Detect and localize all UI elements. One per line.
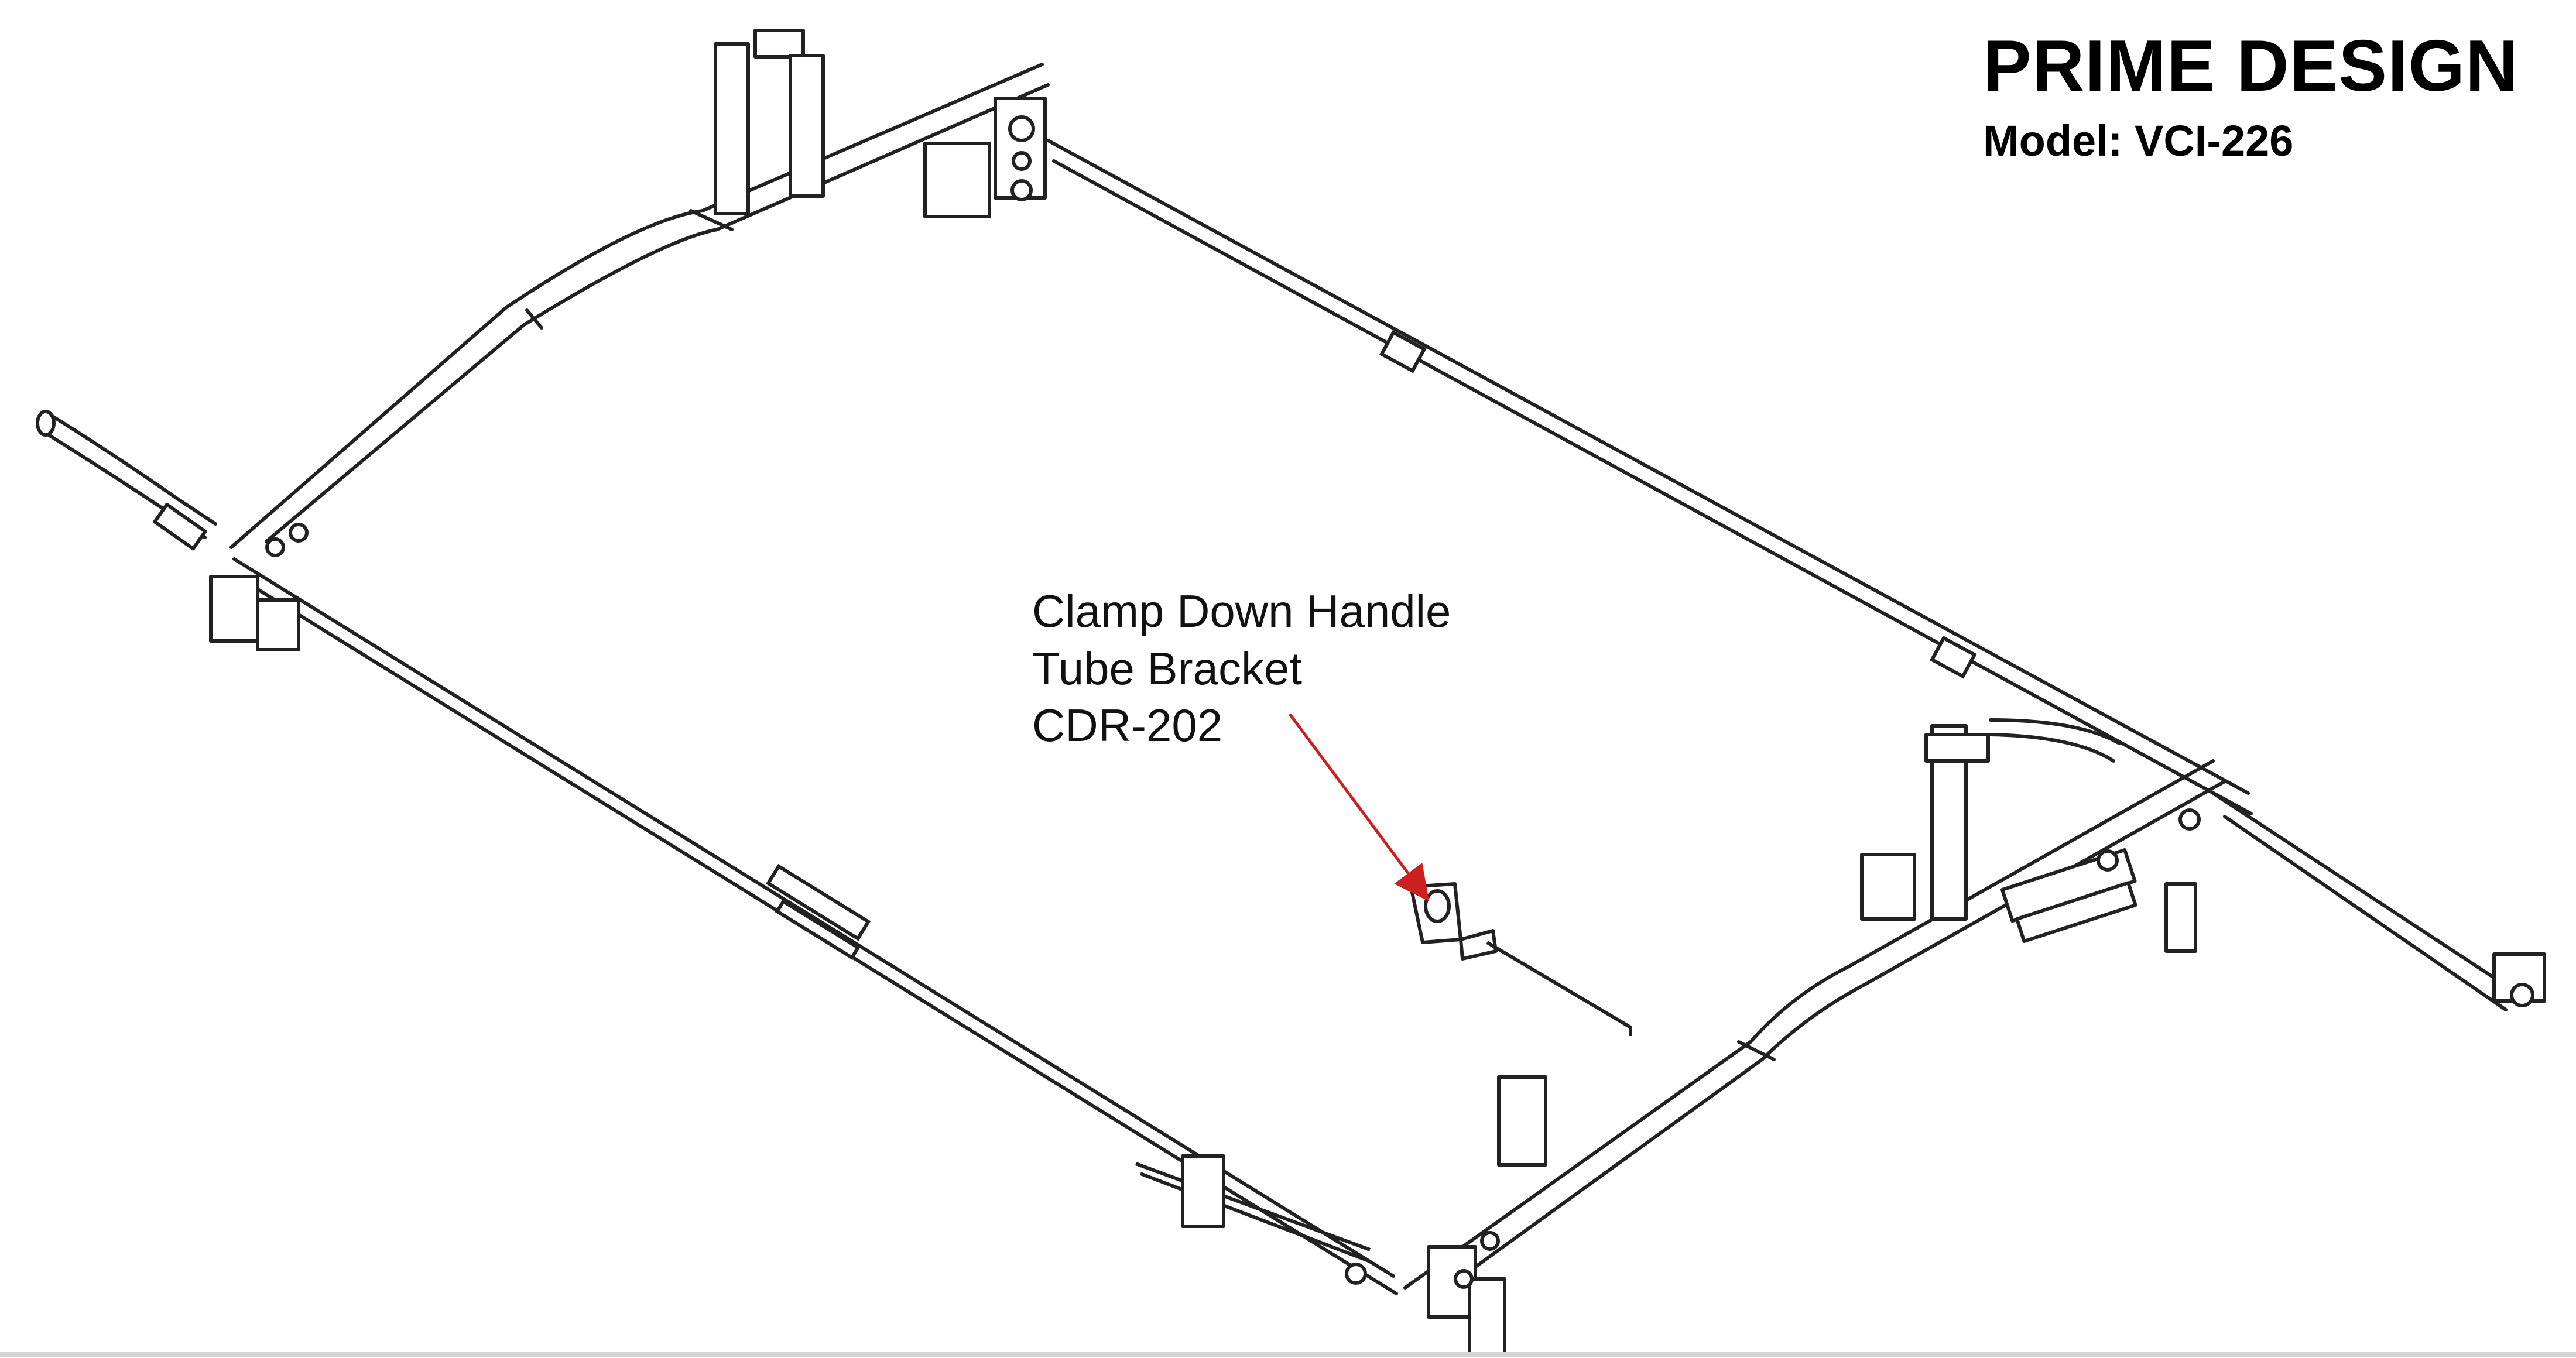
callout-arrow [1288, 713, 1429, 902]
rear-crossbar [1046, 139, 2253, 815]
brand-title: PRIME DESIGN [1983, 26, 2519, 107]
part-callout: Clamp Down Handle Tube Bracket CDR-202 [1032, 583, 1451, 755]
rear-right-roller-assembly [1860, 724, 2201, 953]
callout-line-2: Tube Bracket [1032, 642, 1302, 694]
callout-line-3: CDR-202 [1032, 699, 1223, 751]
front-right-clamp-bracket [1135, 1075, 1547, 1357]
rear-left-load-stop [714, 29, 1047, 218]
bottom-divider [0, 1352, 2576, 1357]
callout-line-1: Clamp Down Handle [1032, 585, 1451, 637]
cdr-202-bracket [1409, 882, 1632, 1036]
left-handle-tube [36, 410, 217, 551]
model-label: Model: VCI-226 [1983, 116, 2294, 166]
rear-extension-arm [1989, 718, 2546, 1011]
right-side-rail [1403, 759, 2226, 1298]
left-side-rail [229, 63, 1050, 549]
front-left-bracket [209, 523, 309, 651]
brand-block: PRIME DESIGN Model: VCI-226 [1983, 28, 2519, 164]
